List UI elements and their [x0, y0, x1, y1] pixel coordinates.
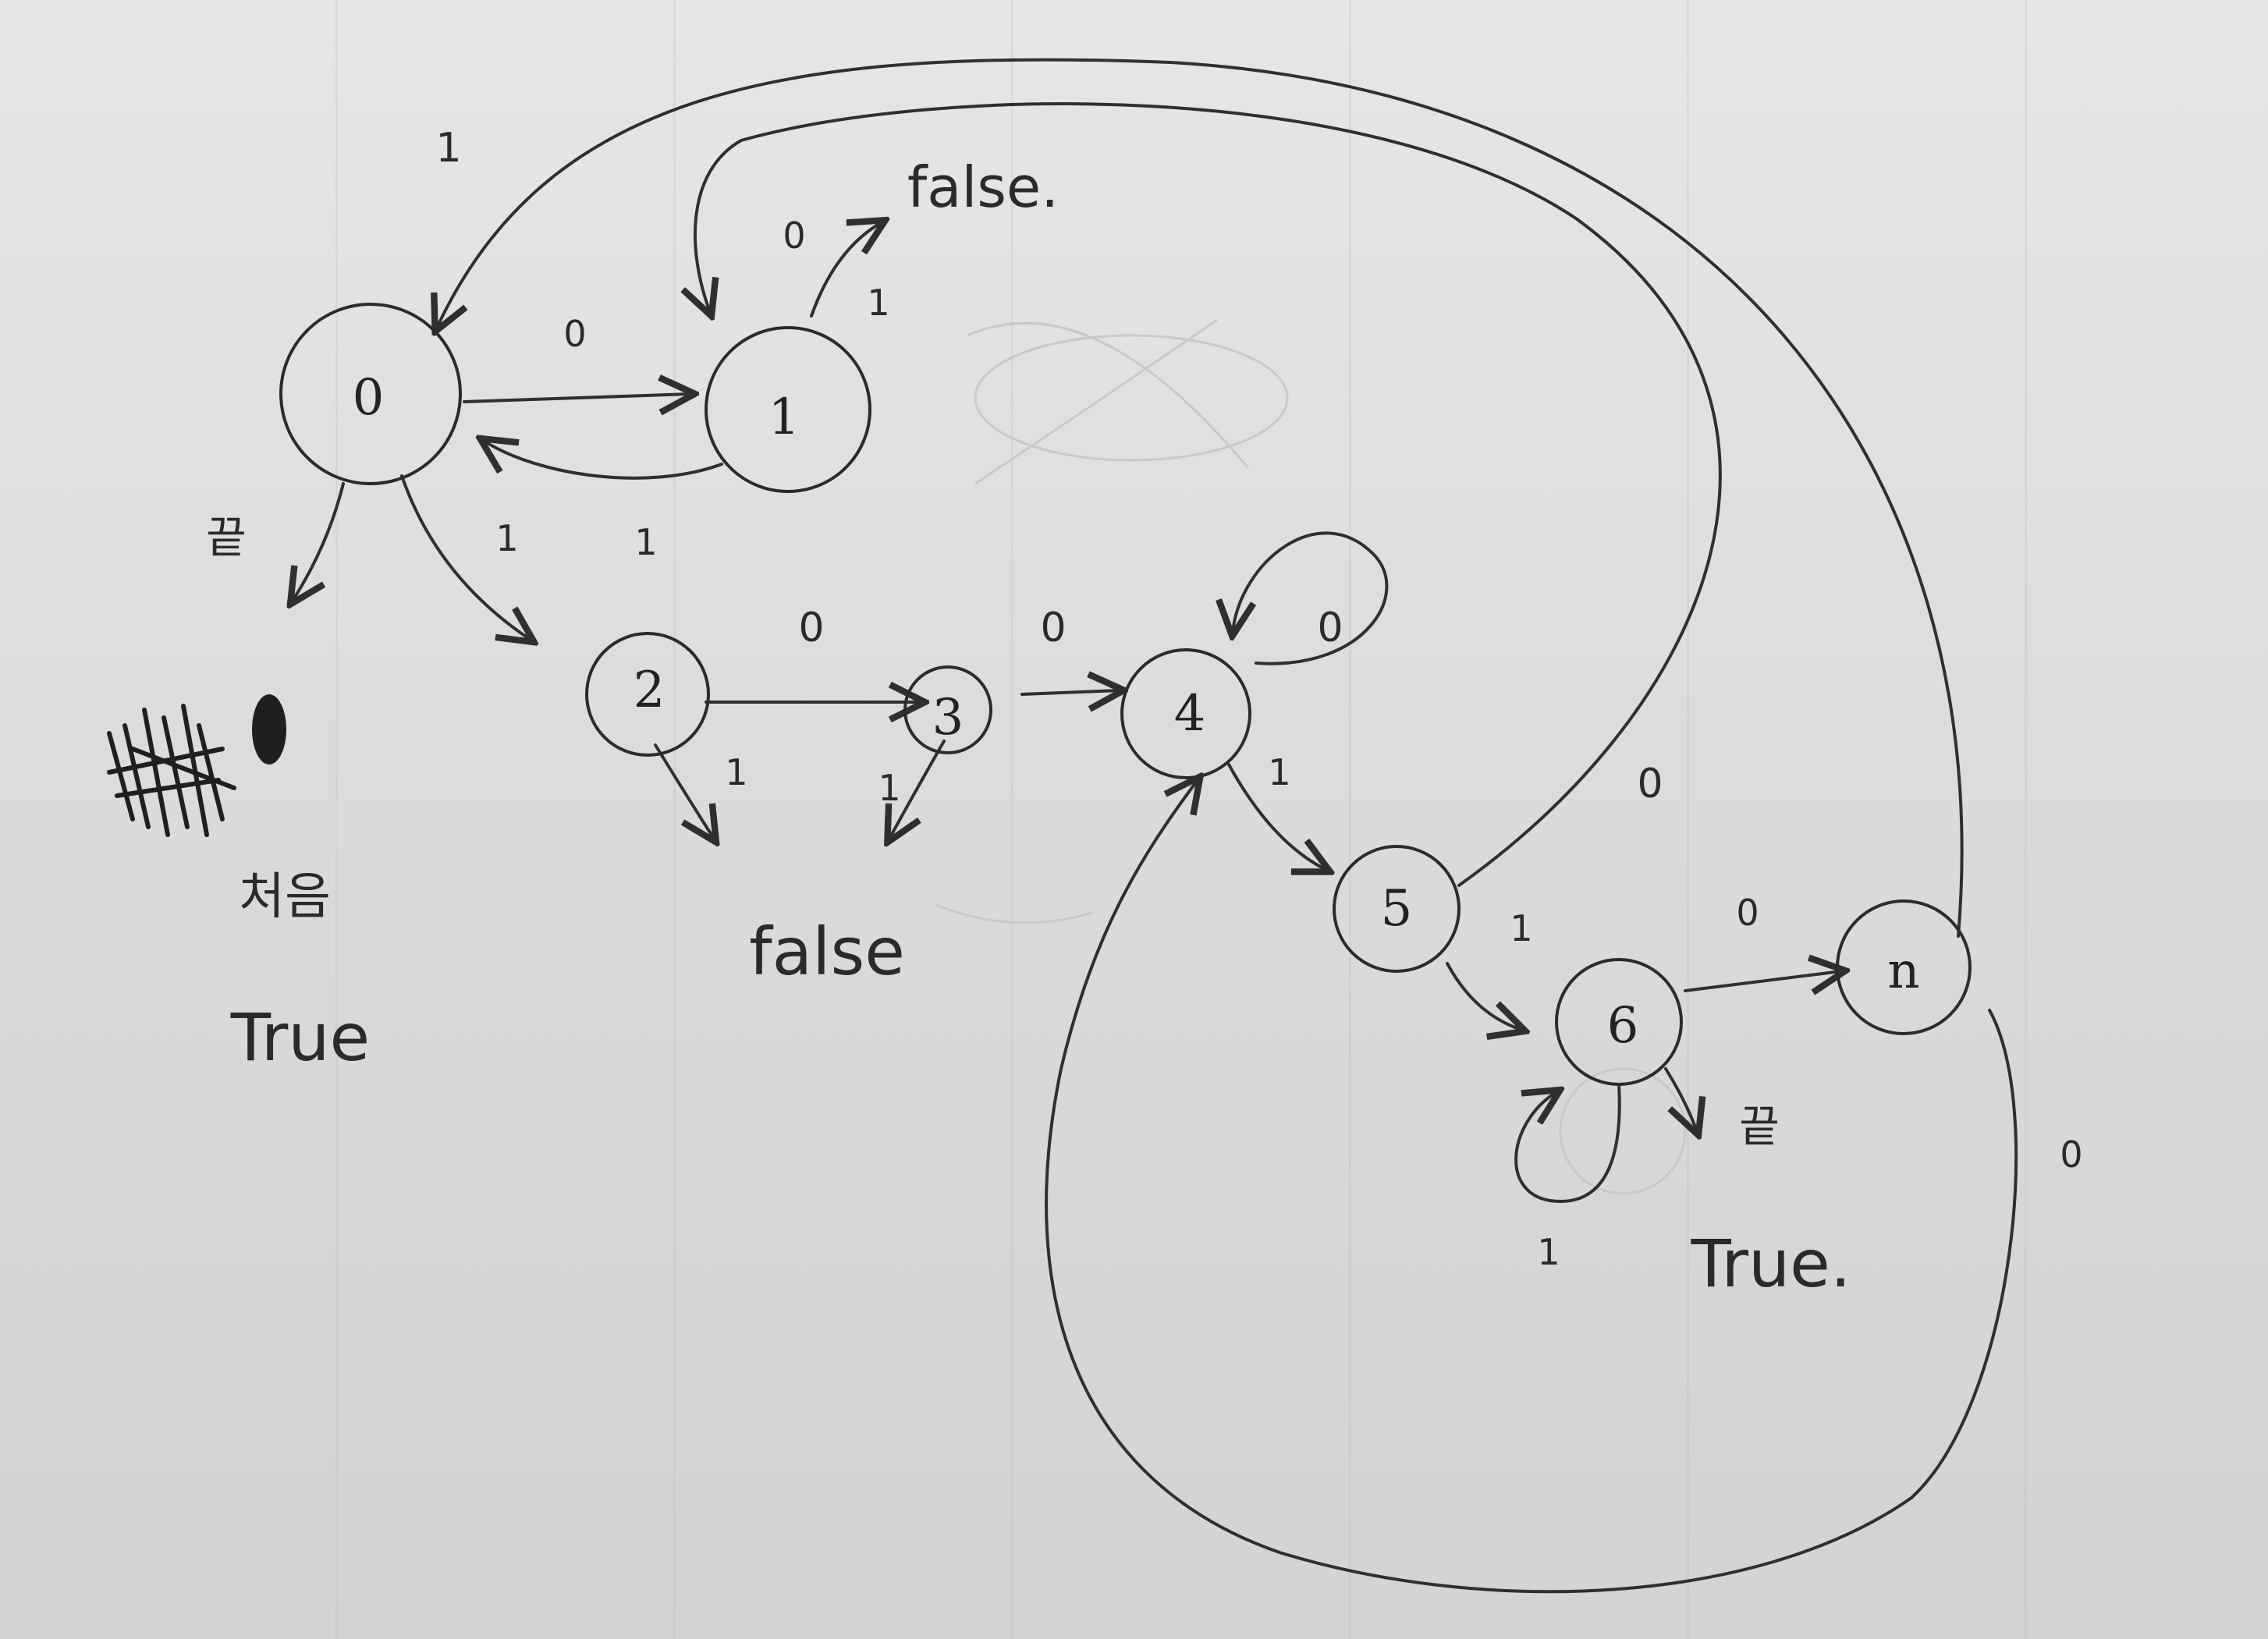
edge-n5-to-n1 — [695, 102, 1722, 887]
edge-n1-n0 — [484, 441, 723, 480]
edges — [293, 58, 2018, 1594]
edge-top-to-n0 — [437, 58, 1964, 938]
edge-label-n2-n3: 0 — [798, 605, 824, 651]
edge-label-n3-n4: 0 — [1040, 605, 1066, 651]
scribbled-out-word — [107, 694, 286, 837]
state-node-4: 4 — [1120, 648, 1251, 779]
state-node-3: 3 — [903, 665, 992, 754]
note-true-right: True. — [1690, 1226, 1851, 1302]
handwriting-right: 끝 — [1739, 1102, 1780, 1153]
state-label-3: 3 — [932, 689, 964, 747]
handwriting-left-top: 끝 — [206, 513, 247, 564]
edge-n0-down — [293, 482, 345, 601]
note-false-top: false. — [907, 154, 1059, 220]
edge-label-n6-n7: 0 — [1736, 892, 1759, 934]
erased-marks — [935, 318, 1687, 1195]
state-node-2: 2 — [585, 632, 710, 757]
nodes: 0 1 2 3 4 5 6 n — [279, 303, 1972, 1086]
state-label-6: 6 — [1607, 997, 1639, 1055]
state-label-1: 1 — [768, 388, 800, 446]
edge-label-n3-down: 1 — [878, 767, 900, 809]
edge-n2-down — [654, 743, 714, 839]
edge-label-n1-n0: 1 — [634, 521, 657, 563]
edge-n6-self — [1514, 1083, 1621, 1203]
edge-n3-n4 — [1020, 690, 1120, 694]
edge-label-n2-down: 1 — [725, 751, 747, 793]
state-label-2: 2 — [634, 662, 665, 719]
edge-n1-up — [810, 222, 882, 318]
edge-label-top: 1 — [435, 125, 461, 172]
state-label-5: 5 — [1381, 880, 1413, 938]
state-node-0: 0 — [279, 303, 462, 485]
edge-label-n6-self: 1 — [1537, 1231, 1560, 1273]
edge-label-n7-loop: 0 — [2060, 1133, 2082, 1176]
edge-label-n4-n5: 1 — [1268, 751, 1290, 793]
edge-n5-n6 — [1446, 962, 1521, 1030]
edge-n0-n1 — [463, 394, 690, 402]
edge-n0-n2 — [400, 474, 531, 640]
edge-label-n0-n2: 1 — [495, 517, 518, 559]
edge-label-n5-top: 0 — [1637, 761, 1663, 807]
handwriting-left-bottom: 처음 — [239, 868, 331, 926]
edge-labels: 1 0 1 0 1 1 0 0 0 1 1 1 0 1 0 1 0 — [435, 125, 2082, 1273]
edge-label-n0-n1: 0 — [563, 313, 586, 355]
state-node-6: 6 — [1555, 958, 1683, 1086]
edge-n4-n5 — [1227, 763, 1326, 870]
handwritten-marks: 끝 처음 끝 — [107, 513, 1780, 1153]
edge-n6-down — [1664, 1067, 1697, 1131]
edge-label-n4-self: 0 — [1317, 605, 1343, 651]
edge-label-n1-up-0: 0 — [783, 215, 805, 257]
edge-n6-n7 — [1684, 971, 1841, 991]
state-label-n: n — [1887, 942, 1919, 1000]
edge-label-n1-up-1: 1 — [867, 282, 889, 324]
edge-label-n5-n6: 1 — [1510, 907, 1532, 949]
state-node-1: 1 — [705, 326, 871, 493]
state-label-4: 4 — [1174, 685, 1206, 743]
state-node-n: n — [1836, 899, 1972, 1035]
state-node-5: 5 — [1333, 845, 1461, 973]
edge-n7-loop-n4 — [1045, 780, 2018, 1594]
edge-n3-down — [889, 740, 946, 839]
result-notes: false. false True True. — [230, 154, 1851, 1302]
note-true-left: True — [230, 999, 370, 1076]
state-label-0: 0 — [353, 369, 385, 427]
edge-n4-self — [1233, 531, 1389, 665]
note-false-middle: false — [749, 914, 905, 990]
